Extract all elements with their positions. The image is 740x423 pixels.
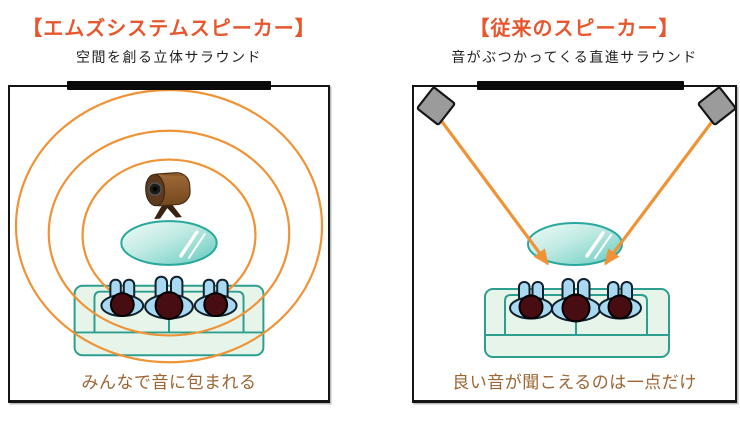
- table-icon: [527, 222, 623, 266]
- right-room-drawing: [416, 86, 737, 358]
- left-room-caption: みんなで音に包まれる: [81, 373, 257, 392]
- panel-ms-system-speaker: 【エムズシステムスピーカー】 空間を創る立体サラウンド: [8, 0, 330, 423]
- right-room: 良い音が聞こえるのは一点だけ: [412, 81, 737, 403]
- right-panel-title: 【従来のスピーカー】: [469, 18, 680, 40]
- listener-icon-right: [193, 278, 238, 318]
- left-panel-title: 【エムズシステムスピーカー】: [22, 18, 316, 40]
- sound-beam-icon-left: [438, 117, 549, 266]
- listener-icon-center: [144, 275, 194, 321]
- listener-icon-left: [100, 278, 145, 318]
- sound-wave-icon-middle: [47, 129, 291, 337]
- right-panel-subtitle: 音がぶつかってくる直進サラウンド: [451, 49, 698, 65]
- table-icon: [120, 220, 218, 266]
- sound-beam-icon-right: [604, 117, 716, 266]
- left-panel-subtitle: 空間を創る立体サラウンド: [76, 49, 262, 65]
- tv-icon: [67, 81, 271, 90]
- left-room-drawing: [14, 88, 324, 364]
- listener-icon-center: [551, 278, 601, 323]
- right-room-caption: 良い音が聞こえるのは一点だけ: [452, 373, 697, 392]
- listener-icon-right: [598, 281, 642, 320]
- left-room: みんなで音に包まれる: [8, 81, 330, 403]
- box-speaker-icon-left: [416, 86, 456, 126]
- tv-icon: [477, 81, 684, 90]
- panel-conventional-speaker: 【従来のスピーカー】 音がぶつかってくる直進サラウンド: [412, 0, 737, 423]
- box-speaker-icon-right: [697, 86, 737, 126]
- ms-speaker-icon: [145, 172, 191, 220]
- listener-icon-left: [509, 281, 553, 320]
